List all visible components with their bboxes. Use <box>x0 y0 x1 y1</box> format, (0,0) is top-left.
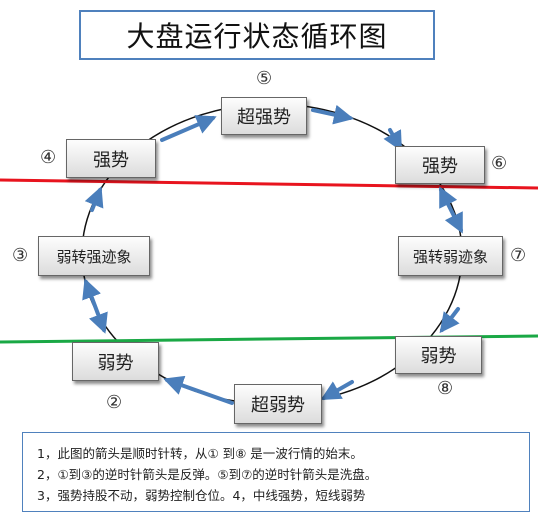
state-super-weak: 超弱势 <box>234 384 322 424</box>
state-super-strong: 超强势 <box>221 97 307 135</box>
number-5: ⑤ <box>256 68 273 89</box>
number-3: ③ <box>12 245 29 266</box>
number-2: ② <box>106 392 123 413</box>
number-8: ⑧ <box>437 378 454 399</box>
note-2: 2，①到③的逆时针箭头是反弹。⑤到⑦的逆时针箭头是洗盘。 <box>37 467 378 482</box>
number-6: ⑥ <box>491 153 508 174</box>
arrow-1-to-2 <box>163 375 234 405</box>
arrow-7-to-8 <box>439 307 460 334</box>
state-strong-left: 强势 <box>66 139 156 178</box>
state-weak-to-strong: 弱转强迹象 <box>38 236 150 276</box>
note-1: 1，此图的箭头是顺时针转，从① 到⑧ 是一波行情的始末。 <box>37 446 363 461</box>
arrow-6-7-double <box>439 186 463 234</box>
state-weak-left: 弱势 <box>72 342 159 381</box>
arrow-3-to-4 <box>84 186 104 212</box>
number-7: ⑦ <box>510 245 527 266</box>
arrow-6-into <box>383 128 402 152</box>
state-weak-right: 弱势 <box>395 336 482 374</box>
arrow-2-3-double <box>82 278 108 334</box>
arrow-4-to-5 <box>160 115 217 142</box>
arrow-8-to-1 <box>320 380 354 400</box>
notes-box: 1，此图的箭头是顺时针转，从① 到⑧ 是一波行情的始末。 2，①到③的逆时针箭头… <box>22 432 530 512</box>
diagram-title: 大盘运行状态循环图 <box>79 10 435 60</box>
state-strong-to-weak: 强转弱迹象 <box>398 236 503 276</box>
state-strong-right: 强势 <box>395 146 485 184</box>
number-4: ④ <box>40 147 57 168</box>
note-3: 3，强势持股不动，弱势控制仓位。4，中线强势，短线弱势 <box>37 488 366 503</box>
arrow-5-to-6 <box>311 104 354 125</box>
